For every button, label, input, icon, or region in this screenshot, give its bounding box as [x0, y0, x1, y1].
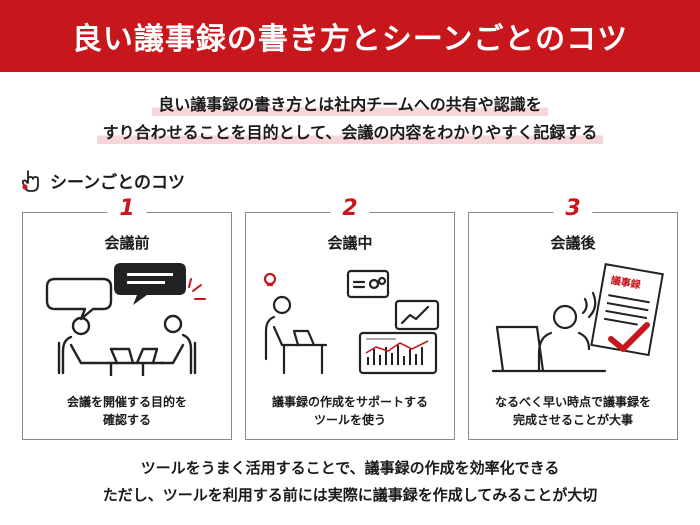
card-description: なるべく早い時点で議事録を 完成させることが大事	[494, 395, 651, 427]
lead-line-1: 良い議事録の書き方とは社内チームへの共有や認識を	[0, 94, 700, 116]
footer-line-2: ただし、ツールを利用する前には実際に議事録を作成してみることが大切	[102, 486, 598, 504]
scene-card-before: 1 会議前 会議を開催する目的を 確認する	[22, 196, 232, 440]
meeting-tools-illustration	[263, 269, 440, 375]
card-description: 会議を開催する目的を 確認する	[66, 395, 187, 427]
pointing-hand-icon	[22, 169, 39, 192]
card-title: 会議中	[327, 234, 373, 252]
scene-card-during: 2 会議中 議事録の作成をサポートする ツールを使う	[245, 196, 455, 440]
check-icon	[608, 322, 650, 352]
lead-line-2: すり合わせることを目的として、会議の内容をわかりやすく記録する	[0, 122, 700, 144]
card-number: 3	[553, 196, 593, 221]
footer-line-1: ツールをうまく活用することで、議事録の作成を効率化できる	[140, 459, 560, 477]
page-title: 良い議事録の書き方とシーンごとのコツ	[71, 22, 629, 57]
card-title: 会議後	[550, 234, 596, 252]
minutes-complete-illustration: 議事録	[491, 262, 664, 373]
title-banner: 良い議事録の書き方とシーンごとのコツ	[0, 0, 700, 72]
meeting-discussion-illustration	[45, 263, 206, 376]
card-number: 2	[330, 196, 370, 221]
card-description: 議事録の作成をサポートする ツールを使う	[271, 395, 428, 427]
section-heading: シーンごとのコツ	[22, 168, 185, 193]
scene-card-after: 3 会議後 議事録 なるべく早い時点で議事録を 完成させることが大事	[468, 196, 678, 440]
section-title: シーンごとのコツ	[50, 173, 185, 193]
card-number: 1	[107, 196, 147, 221]
card-title: 会議前	[104, 234, 150, 252]
